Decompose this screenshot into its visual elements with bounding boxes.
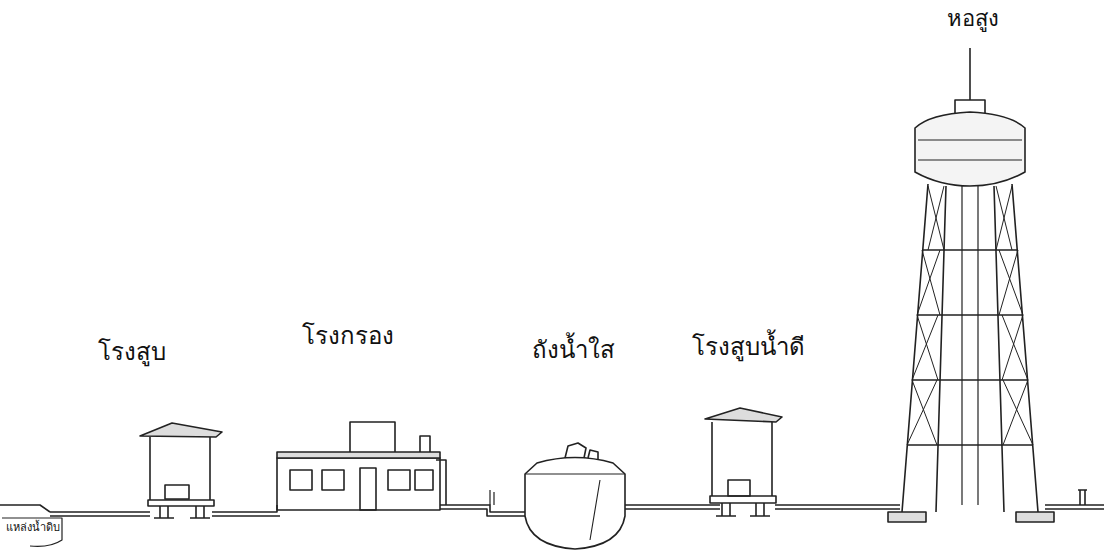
- pump-house: [148, 437, 214, 506]
- footing: [716, 503, 770, 516]
- window: [290, 470, 312, 490]
- tower-footing: [888, 512, 926, 522]
- window: [415, 470, 433, 490]
- antenna: [969, 48, 971, 100]
- tank-label: ถังน้ำใส: [532, 336, 615, 365]
- tank-equipment: [565, 443, 598, 460]
- pipe: [440, 505, 525, 516]
- window: [322, 470, 344, 490]
- window: [388, 470, 410, 490]
- tower-leg: [902, 184, 1038, 512]
- pump-station-label: โรงสูบน้ำดี: [692, 333, 805, 362]
- filter-vent: [420, 436, 430, 452]
- pump-house-roof: [705, 408, 782, 422]
- riser-pipe: [962, 186, 978, 505]
- ladder: [436, 460, 446, 505]
- filter-roof: [277, 452, 440, 458]
- tower-footing: [1016, 512, 1054, 522]
- tower-label: หอสูง: [947, 6, 999, 32]
- source-label: แหล่งน้ำดิบ: [5, 521, 61, 534]
- tank-detail: [525, 474, 625, 540]
- cross-brace: [907, 186, 1033, 445]
- filter-building: [277, 458, 440, 510]
- tank-band: [918, 140, 1022, 160]
- vent-pipe: [490, 490, 494, 505]
- clear-water-tank: [525, 458, 625, 550]
- footing: [154, 506, 210, 518]
- pump-house-label: โรงสูบ: [98, 338, 166, 367]
- source-outline: [2, 518, 62, 546]
- water-surface: [0, 505, 50, 512]
- pump-house-roof: [140, 423, 222, 437]
- pump: [728, 480, 750, 496]
- pipe: [775, 505, 900, 509]
- elevated-tank: [915, 112, 1025, 186]
- raw-pipe: [50, 512, 150, 516]
- pump-house: [710, 422, 776, 503]
- filter-plant-label: โรงกรอง: [302, 322, 394, 351]
- filter-tower: [350, 422, 395, 452]
- pump: [165, 485, 189, 499]
- pipe: [625, 505, 720, 509]
- pipe: [212, 505, 280, 516]
- distribution-pipe: [1045, 490, 1104, 509]
- door: [360, 468, 376, 510]
